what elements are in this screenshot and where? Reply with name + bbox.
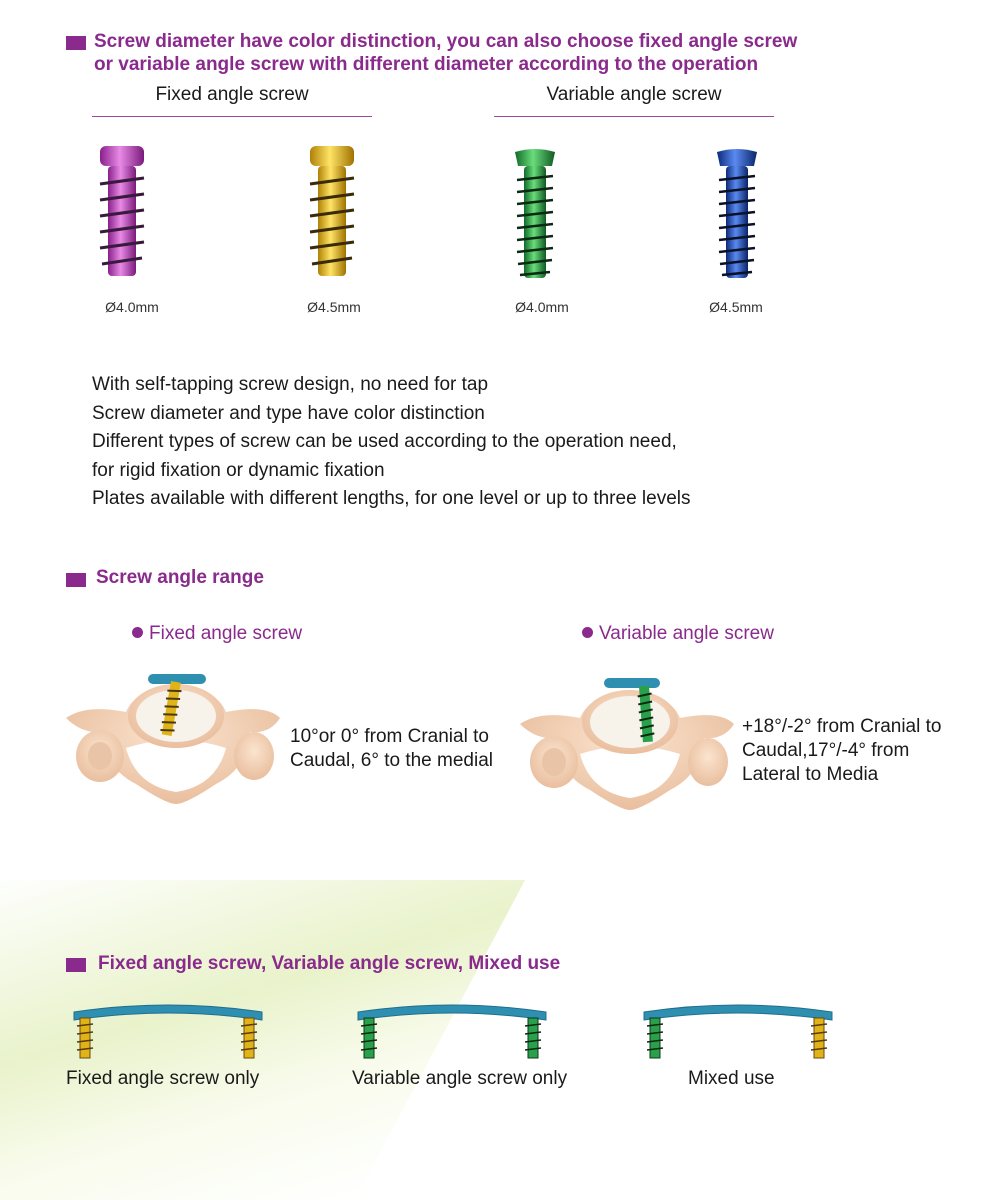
caption-fixed-only: Fixed angle screw only (66, 1068, 260, 1089)
screw-diameter-label: Ø4.5mm (307, 299, 361, 315)
column-heading-variable: Variable angle screw (546, 84, 722, 105)
section-title-line-2: or variable angle screw with different d… (94, 54, 759, 75)
subheading-label: Fixed angle screw (149, 623, 303, 644)
section-marker-angle (66, 573, 86, 587)
angle-text-line: 10°or 0° from Cranial to (290, 726, 489, 747)
feature-item: Different types of screw can be used acc… (92, 431, 677, 452)
fixed-angle-range-text: 10°or 0° from Cranial to Caudal, 6° to t… (290, 725, 493, 773)
caption-mixed-use: Mixed use (688, 1068, 775, 1089)
section-title-line-1: Screw diameter have color distinction, y… (94, 31, 798, 52)
green-variable-screw-icon (515, 149, 555, 278)
variable-angle-range-text: +18°/-2° from Cranial to Caudal,17°/-4° … (742, 715, 941, 787)
column-rule-variable (494, 116, 774, 117)
subheading-label: Variable angle screw (599, 623, 774, 644)
feature-item: Screw diameter and type have color disti… (92, 402, 485, 424)
screw-diameter-label: Ø4.0mm (515, 299, 569, 315)
angle-text-line: Caudal, 6° to the medial (290, 750, 493, 771)
feature-item: Plates available with different lengths,… (92, 488, 691, 509)
column-heading-fixed: Fixed angle screw (155, 84, 309, 105)
screw-diameter-label: Ø4.5mm (709, 299, 763, 315)
magenta-fixed-screw-icon (99, 146, 145, 276)
subheading-fixed-angle: Fixed angle screw (132, 623, 302, 645)
vertebra-fixed-screw-illustration (66, 674, 280, 804)
section-marker-diameter (66, 36, 86, 50)
angle-text-line: Lateral to Media (742, 764, 879, 785)
plate-variable-only-illustration (357, 1004, 547, 1059)
plate-mixed-use-illustration (643, 1004, 833, 1059)
gold-fixed-screw-icon (309, 146, 355, 276)
section-marker-usage (66, 958, 86, 972)
blue-variable-screw-icon (717, 149, 757, 278)
vertebra-variable-screw-illustration (520, 678, 734, 810)
feature-item: With self-tapping screw design, no need … (92, 374, 489, 395)
bullet-dot-icon (132, 627, 143, 638)
caption-variable-only: Variable angle screw only (352, 1068, 568, 1089)
screw-diameter-label: Ø4.0mm (105, 299, 159, 315)
plate-fixed-only-illustration (73, 1004, 263, 1059)
subheading-variable-angle: Variable angle screw (582, 623, 774, 645)
feature-list: With self-tapping screw design, no need … (92, 371, 691, 514)
bullet-dot-icon (582, 627, 593, 638)
section-title-diameter: Screw diameter have color distinction, y… (94, 30, 797, 76)
section-title-angle: Screw angle range (96, 567, 264, 588)
column-rule-fixed (92, 116, 372, 117)
feature-item: for rigid fixation or dynamic fixation (92, 459, 385, 481)
angle-text-line: Caudal,17°/-4° from (742, 740, 910, 761)
angle-text-line: +18°/-2° from Cranial to (742, 716, 942, 737)
section-title-usage: Fixed angle screw, Variable angle screw,… (98, 953, 561, 974)
